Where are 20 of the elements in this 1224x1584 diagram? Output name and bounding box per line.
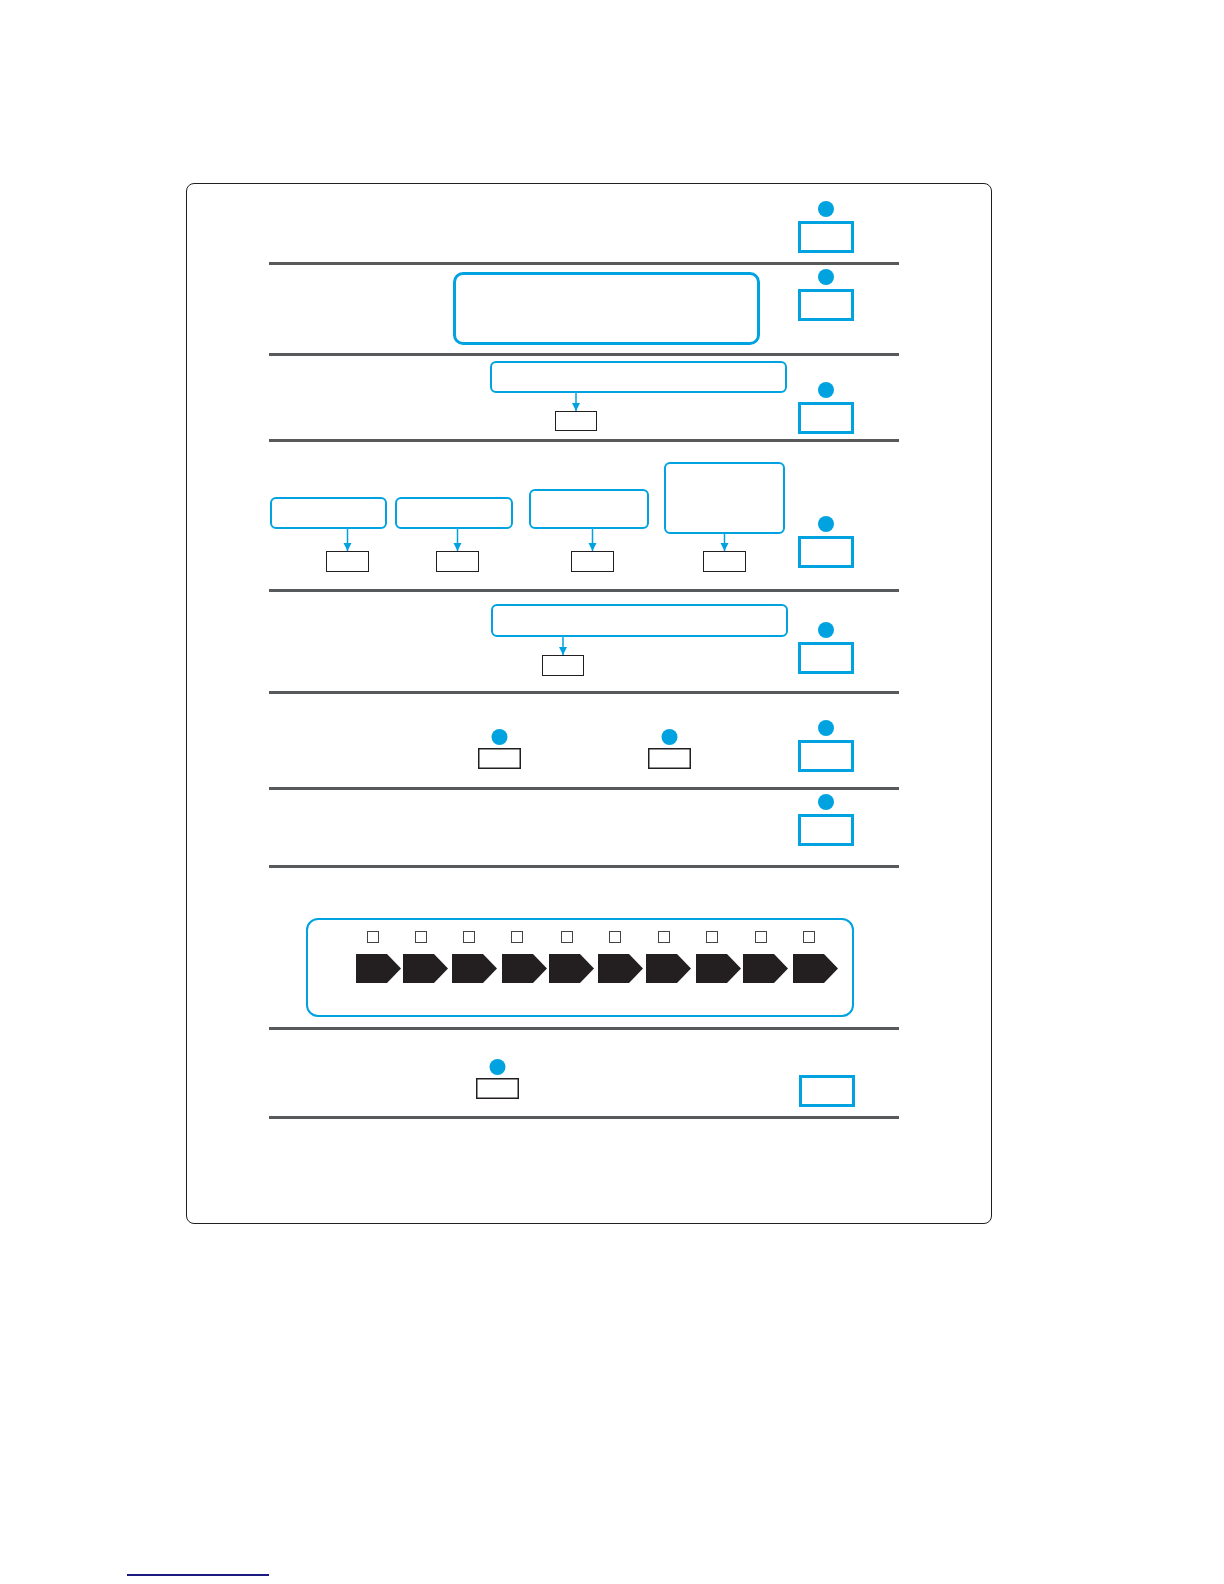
process-box [490,361,787,393]
process-box [453,272,760,345]
process-box [270,497,387,529]
empty-box [436,551,479,572]
process-box [529,489,649,529]
arrow [559,636,567,656]
empty-box [703,551,746,572]
empty-box [542,655,584,676]
arrow [572,392,580,412]
process-box [395,497,513,529]
empty-box [326,551,369,572]
empty-box [555,411,597,431]
arrow [720,533,729,552]
arrow [453,528,462,552]
arrow [588,528,597,552]
process-box [491,604,788,637]
arrow [343,528,352,552]
process-box [664,462,785,534]
step-panel [306,918,854,1017]
empty-box [571,551,614,572]
